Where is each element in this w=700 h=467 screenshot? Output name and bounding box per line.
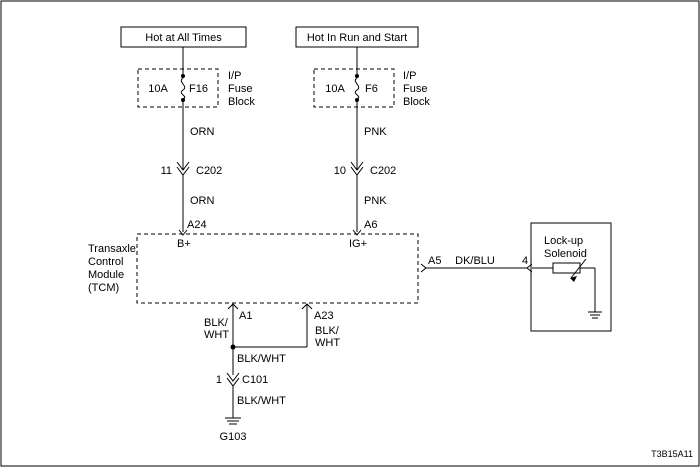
wire-a23-color-line2: WHT [315, 337, 340, 349]
wire-right-lower-color: PNK [364, 195, 387, 207]
fuse-right-icon [354, 77, 360, 100]
solenoid-label-line2: Solenoid [544, 248, 587, 260]
connector-c101-female [226, 372, 240, 382]
fuse-left-bottom-terminal [181, 98, 185, 102]
fuse-block-right [313, 68, 395, 108]
tcm-pin-a24-terminal [178, 229, 188, 236]
connector-right-c202-pin: 10 [334, 165, 346, 177]
solenoid-pin-4: 4 [522, 255, 528, 267]
tcm-label-line3: Module [88, 269, 124, 281]
wire-right-upper-color: PNK [364, 126, 387, 138]
fuse-left-rating: 10A [148, 83, 168, 95]
tcm-module-box [136, 233, 419, 304]
fuse-right-bottom-terminal [355, 98, 359, 102]
tcm-pin-a6: A6 [364, 219, 377, 231]
solenoid-pin-4-terminal [526, 263, 533, 273]
wire-a1-color-line1: BLK/ [204, 317, 229, 329]
wire-a1-color-line2: WHT [204, 329, 229, 341]
wire-tcm-to-solenoid-color: DK/BLU [455, 255, 495, 267]
connector-left-c202-female [176, 161, 190, 171]
ground-g103-label: G103 [220, 431, 247, 443]
solenoid-label-line1: Lock-up [544, 235, 583, 247]
fuse-left-block-line2: Fuse [228, 83, 252, 95]
tcm-pin-a1: A1 [239, 310, 252, 322]
splice-point [230, 344, 236, 350]
connector-right-c202-female [350, 161, 364, 171]
connector-left-c202-name: C202 [196, 165, 222, 177]
tcm-pin-a24: A24 [187, 219, 207, 231]
tcm-pin-a5-terminal [420, 263, 427, 273]
solenoid-variable-arrow-line [570, 258, 587, 279]
power-source-right-label: Hot In Run and Start [307, 32, 407, 44]
fuse-left-block-line3: Block [228, 96, 255, 108]
tcm-pin-a23: A23 [314, 310, 334, 322]
wire-ground-upper-color: BLK/WHT [237, 353, 286, 365]
tcm-label-line2: Control [88, 256, 123, 268]
connector-c101-male [226, 377, 240, 387]
fuse-left-block-line1: I/P [228, 70, 241, 82]
fuse-left-icon [180, 77, 186, 100]
solenoid-component-box [530, 222, 612, 332]
fuse-left-id: F16 [189, 83, 208, 95]
tcm-pin-a6-terminal [352, 229, 362, 236]
solenoid-variable-arrow-head [570, 276, 577, 282]
tcm-pin-a24-name: B+ [177, 238, 191, 250]
fuse-left-top-terminal [181, 74, 185, 78]
fuse-right-rating: 10A [325, 83, 345, 95]
connector-right-c202-name: C202 [370, 165, 396, 177]
connector-left-c202-pin: 11 [161, 165, 172, 177]
fuse-right-block-line1: I/P [403, 70, 416, 82]
fuse-right-top-terminal [355, 74, 359, 78]
connector-c101-name: C101 [242, 374, 268, 386]
connector-c101-pin: 1 [216, 374, 222, 386]
wire-left-upper-color: ORN [190, 126, 215, 138]
tcm-pin-a5: A5 [428, 255, 441, 267]
fuse-right-block-line3: Block [403, 96, 430, 108]
tcm-label-line4: (TCM) [88, 282, 119, 294]
wire-left-lower-color: ORN [190, 195, 215, 207]
fuse-block-left [137, 68, 219, 108]
wire-ground-lower-color: BLK/WHT [237, 395, 286, 407]
figure-id: T3B15A11 [651, 449, 693, 459]
tcm-pin-a6-name: IG+ [349, 238, 367, 250]
tcm-label-line1: Transaxle [88, 243, 136, 255]
power-source-left-label: Hot at All Times [145, 32, 222, 44]
fuse-right-block-line2: Fuse [403, 83, 427, 95]
wire-a23-color-line1: BLK/ [315, 325, 340, 337]
fuse-right-id: F6 [365, 83, 378, 95]
